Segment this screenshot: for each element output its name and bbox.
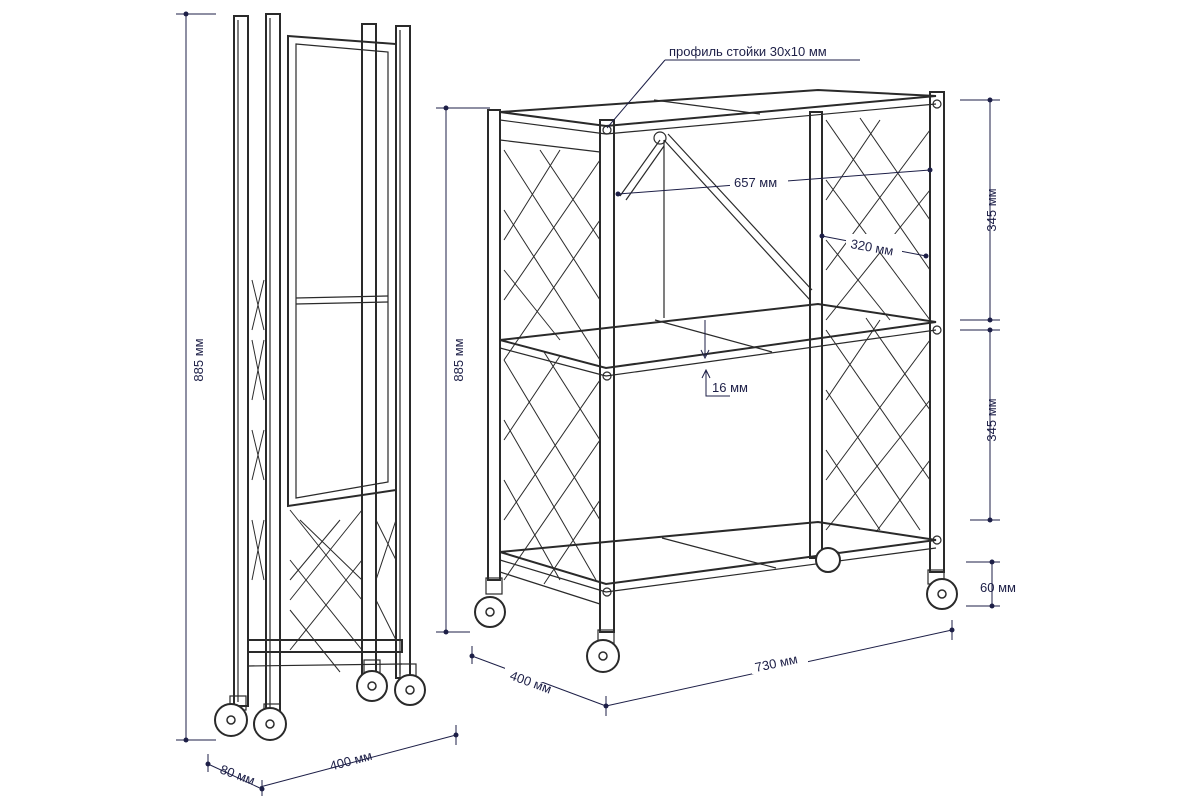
shelf-thickness-dimension: 16 мм (700, 320, 748, 397)
front-right-post (929, 91, 945, 573)
tier-dimensions: 345 мм 345 мм (960, 97, 1000, 523)
folding-brace (619, 131, 813, 318)
width-dimension: 730 мм (605, 620, 955, 716)
middle-shelf (499, 302, 937, 377)
folded-shelf (214, 13, 426, 741)
profile-callout: профиль стойки 30х10 мм (606, 44, 860, 129)
folded-caster-back-right (394, 663, 426, 706)
height-dimension: 885 мм (436, 105, 490, 635)
inner-depth-label: 320 мм (849, 236, 894, 258)
left-side-lattice (503, 149, 601, 585)
inner-depth-dimension: 320 мм (819, 233, 929, 259)
wheel-height-dimension: 60 мм (966, 559, 1016, 609)
folded-post-right (361, 23, 377, 679)
shelf-thickness-label: 16 мм (712, 380, 748, 395)
back-left-post (487, 109, 501, 581)
tier-upper-label: 345 мм (984, 188, 999, 231)
folded-caster-back-left (356, 659, 388, 702)
folded-depth-dimension: 400 мм (259, 725, 459, 788)
folded-depth-label: 400 мм (328, 748, 374, 774)
folded-post-left (233, 15, 249, 707)
profile-label: профиль стойки 30х10 мм (669, 44, 827, 59)
bottom-shelf (499, 520, 937, 605)
folded-thickness-label: 80 мм (218, 762, 257, 788)
folded-post-middle (265, 13, 281, 713)
folded-caster-front-right (253, 703, 287, 741)
folded-thickness-dimension: 80 мм (205, 754, 265, 796)
right-side-lattice (825, 117, 931, 533)
caster-front-right (926, 569, 958, 610)
top-shelf (499, 88, 937, 153)
caster-back-left (474, 577, 506, 628)
folded-bottom-rail (247, 639, 403, 653)
tier-lower-label: 345 мм (984, 398, 999, 441)
inner-width-label: 657 мм (734, 175, 777, 190)
folded-height-dimension: 885 мм (176, 11, 216, 743)
caster-front-left (586, 629, 620, 673)
folded-caster-front-left (214, 695, 248, 737)
open-shelf (474, 88, 958, 673)
height-label: 885 мм (451, 338, 466, 381)
folded-shelf-panel (287, 34, 397, 508)
folded-height-label: 885 мм (191, 338, 206, 381)
inner-width-dimension: 657 мм (615, 167, 933, 197)
front-left-post (599, 119, 615, 633)
folded-post-far-right (395, 25, 411, 679)
wheel-height-label: 60 мм (980, 580, 1016, 595)
caster-back-right (815, 547, 841, 573)
folded-lattice (251, 279, 397, 673)
